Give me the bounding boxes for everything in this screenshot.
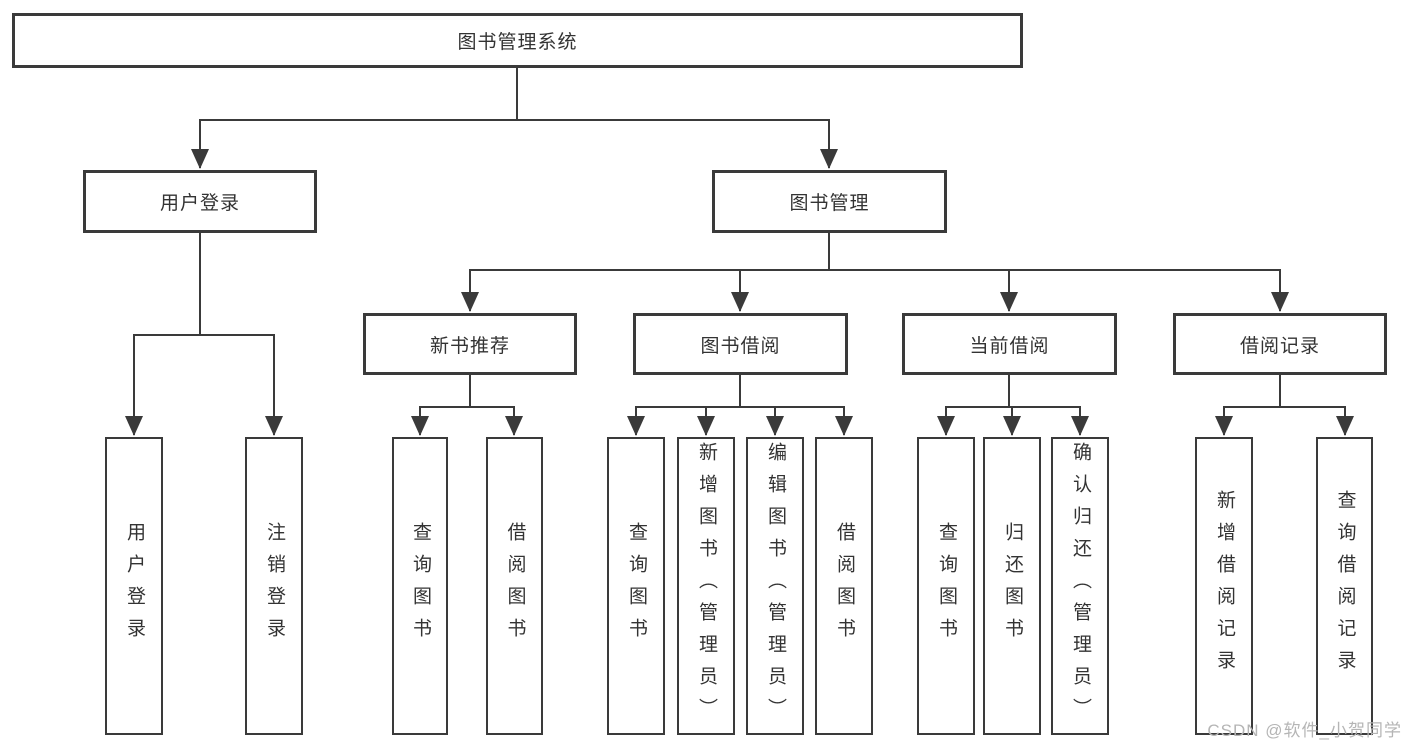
node-current-borrowing: 当前借阅 — [902, 313, 1117, 375]
leaf-user-login: 用户登录 — [105, 437, 163, 735]
leaf-query-books-borrowing: 查询图书 — [607, 437, 665, 735]
node-user-login-group: 用户登录 — [83, 170, 317, 233]
node-book-management: 图书管理 — [712, 170, 947, 233]
leaf-logout: 注销登录 — [245, 437, 303, 735]
leaf-confirm-return-admin: 确认归还（管理员） — [1051, 437, 1109, 735]
leaf-label: 查询借阅记录 — [1334, 490, 1356, 682]
leaf-add-borrow-record: 新增借阅记录 — [1195, 437, 1253, 735]
leaf-add-books-admin: 新增图书（管理员） — [677, 437, 735, 735]
node-root: 图书管理系统 — [12, 13, 1023, 68]
node-root-label: 图书管理系统 — [457, 32, 578, 53]
node-label: 当前借阅 — [969, 335, 1050, 357]
watermark: CSDN @软件_小贺同学 — [1207, 721, 1402, 740]
node-label: 新书推荐 — [429, 335, 510, 357]
leaf-borrow-books-recommend: 借阅图书 — [486, 437, 543, 735]
leaf-label: 用户登录 — [123, 522, 145, 650]
leaf-label: 注销登录 — [263, 522, 285, 650]
node-label: 借阅记录 — [1239, 335, 1320, 357]
leaf-query-books-current: 查询图书 — [917, 437, 975, 735]
leaf-query-borrow-record: 查询借阅记录 — [1316, 437, 1373, 735]
leaf-label: 查询图书 — [625, 522, 647, 650]
leaf-borrow-books: 借阅图书 — [815, 437, 873, 735]
leaf-label: 新增图书（管理员） — [695, 442, 717, 730]
leaf-query-books-recommend: 查询图书 — [392, 437, 448, 735]
leaf-label: 编辑图书（管理员） — [764, 442, 786, 730]
leaf-label: 确认归还（管理员） — [1069, 442, 1091, 730]
leaf-label: 新增借阅记录 — [1213, 490, 1235, 682]
node-label: 用户登录 — [159, 193, 240, 214]
leaf-label: 借阅图书 — [504, 522, 526, 650]
node-label: 图书管理 — [789, 193, 870, 214]
node-book-borrowing: 图书借阅 — [633, 313, 848, 375]
node-borrowing-records: 借阅记录 — [1173, 313, 1387, 375]
node-new-book-recommend: 新书推荐 — [363, 313, 577, 375]
leaf-label: 归还图书 — [1001, 522, 1023, 650]
leaf-edit-books-admin: 编辑图书（管理员） — [746, 437, 804, 735]
leaf-label: 查询图书 — [409, 522, 431, 650]
node-label: 图书借阅 — [700, 335, 781, 357]
leaf-label: 查询图书 — [935, 522, 957, 650]
leaf-return-books: 归还图书 — [983, 437, 1041, 735]
leaf-label: 借阅图书 — [833, 522, 855, 650]
